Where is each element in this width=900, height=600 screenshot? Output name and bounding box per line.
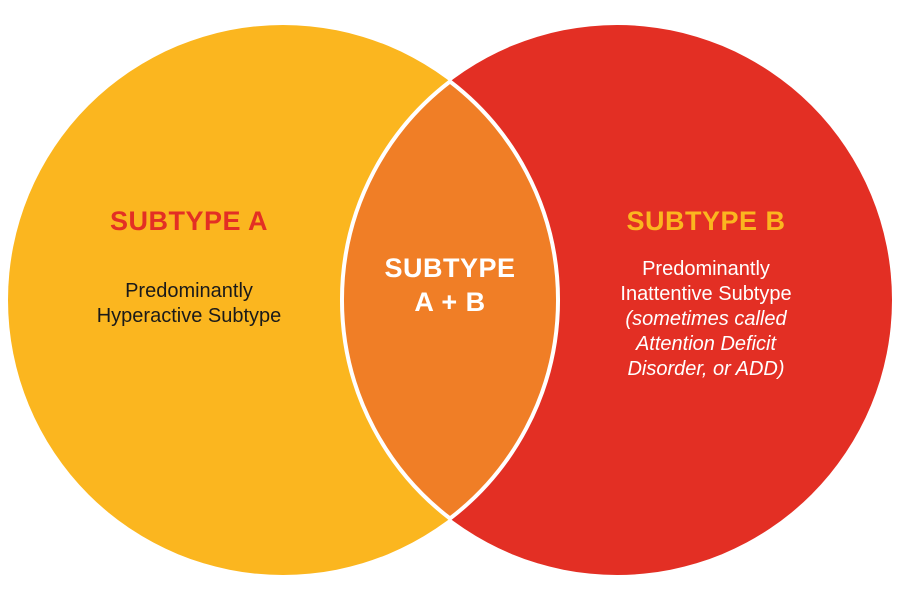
subtype-b-line: Predominantly: [642, 258, 770, 280]
subtype-a-line: Hyperactive Subtype: [96, 305, 282, 327]
subtype-b-line: Disorder, or ADD): [627, 358, 785, 380]
overlap-line: SUBTYPE: [384, 253, 516, 283]
subtype-b-line: Inattentive Subtype: [620, 283, 792, 305]
subtype-b-description: Predominantly Inattentive Subtype (somet…: [620, 257, 791, 382]
subtype-b-line: (sometimes called: [625, 308, 787, 330]
subtype-b-title: SUBTYPE B: [626, 206, 786, 236]
overlap-region: [340, 78, 560, 522]
overlap-line: A + B: [414, 287, 486, 317]
subtype-a-line: Predominantly: [125, 280, 253, 302]
subtype-a-title: SUBTYPE A: [109, 206, 269, 236]
overlap-label: SUBTYPE A + B: [384, 251, 515, 319]
subtype-b-line: Attention Deficit: [635, 333, 777, 355]
subtype-a-description: Predominantly Hyperactive Subtype: [97, 279, 282, 329]
